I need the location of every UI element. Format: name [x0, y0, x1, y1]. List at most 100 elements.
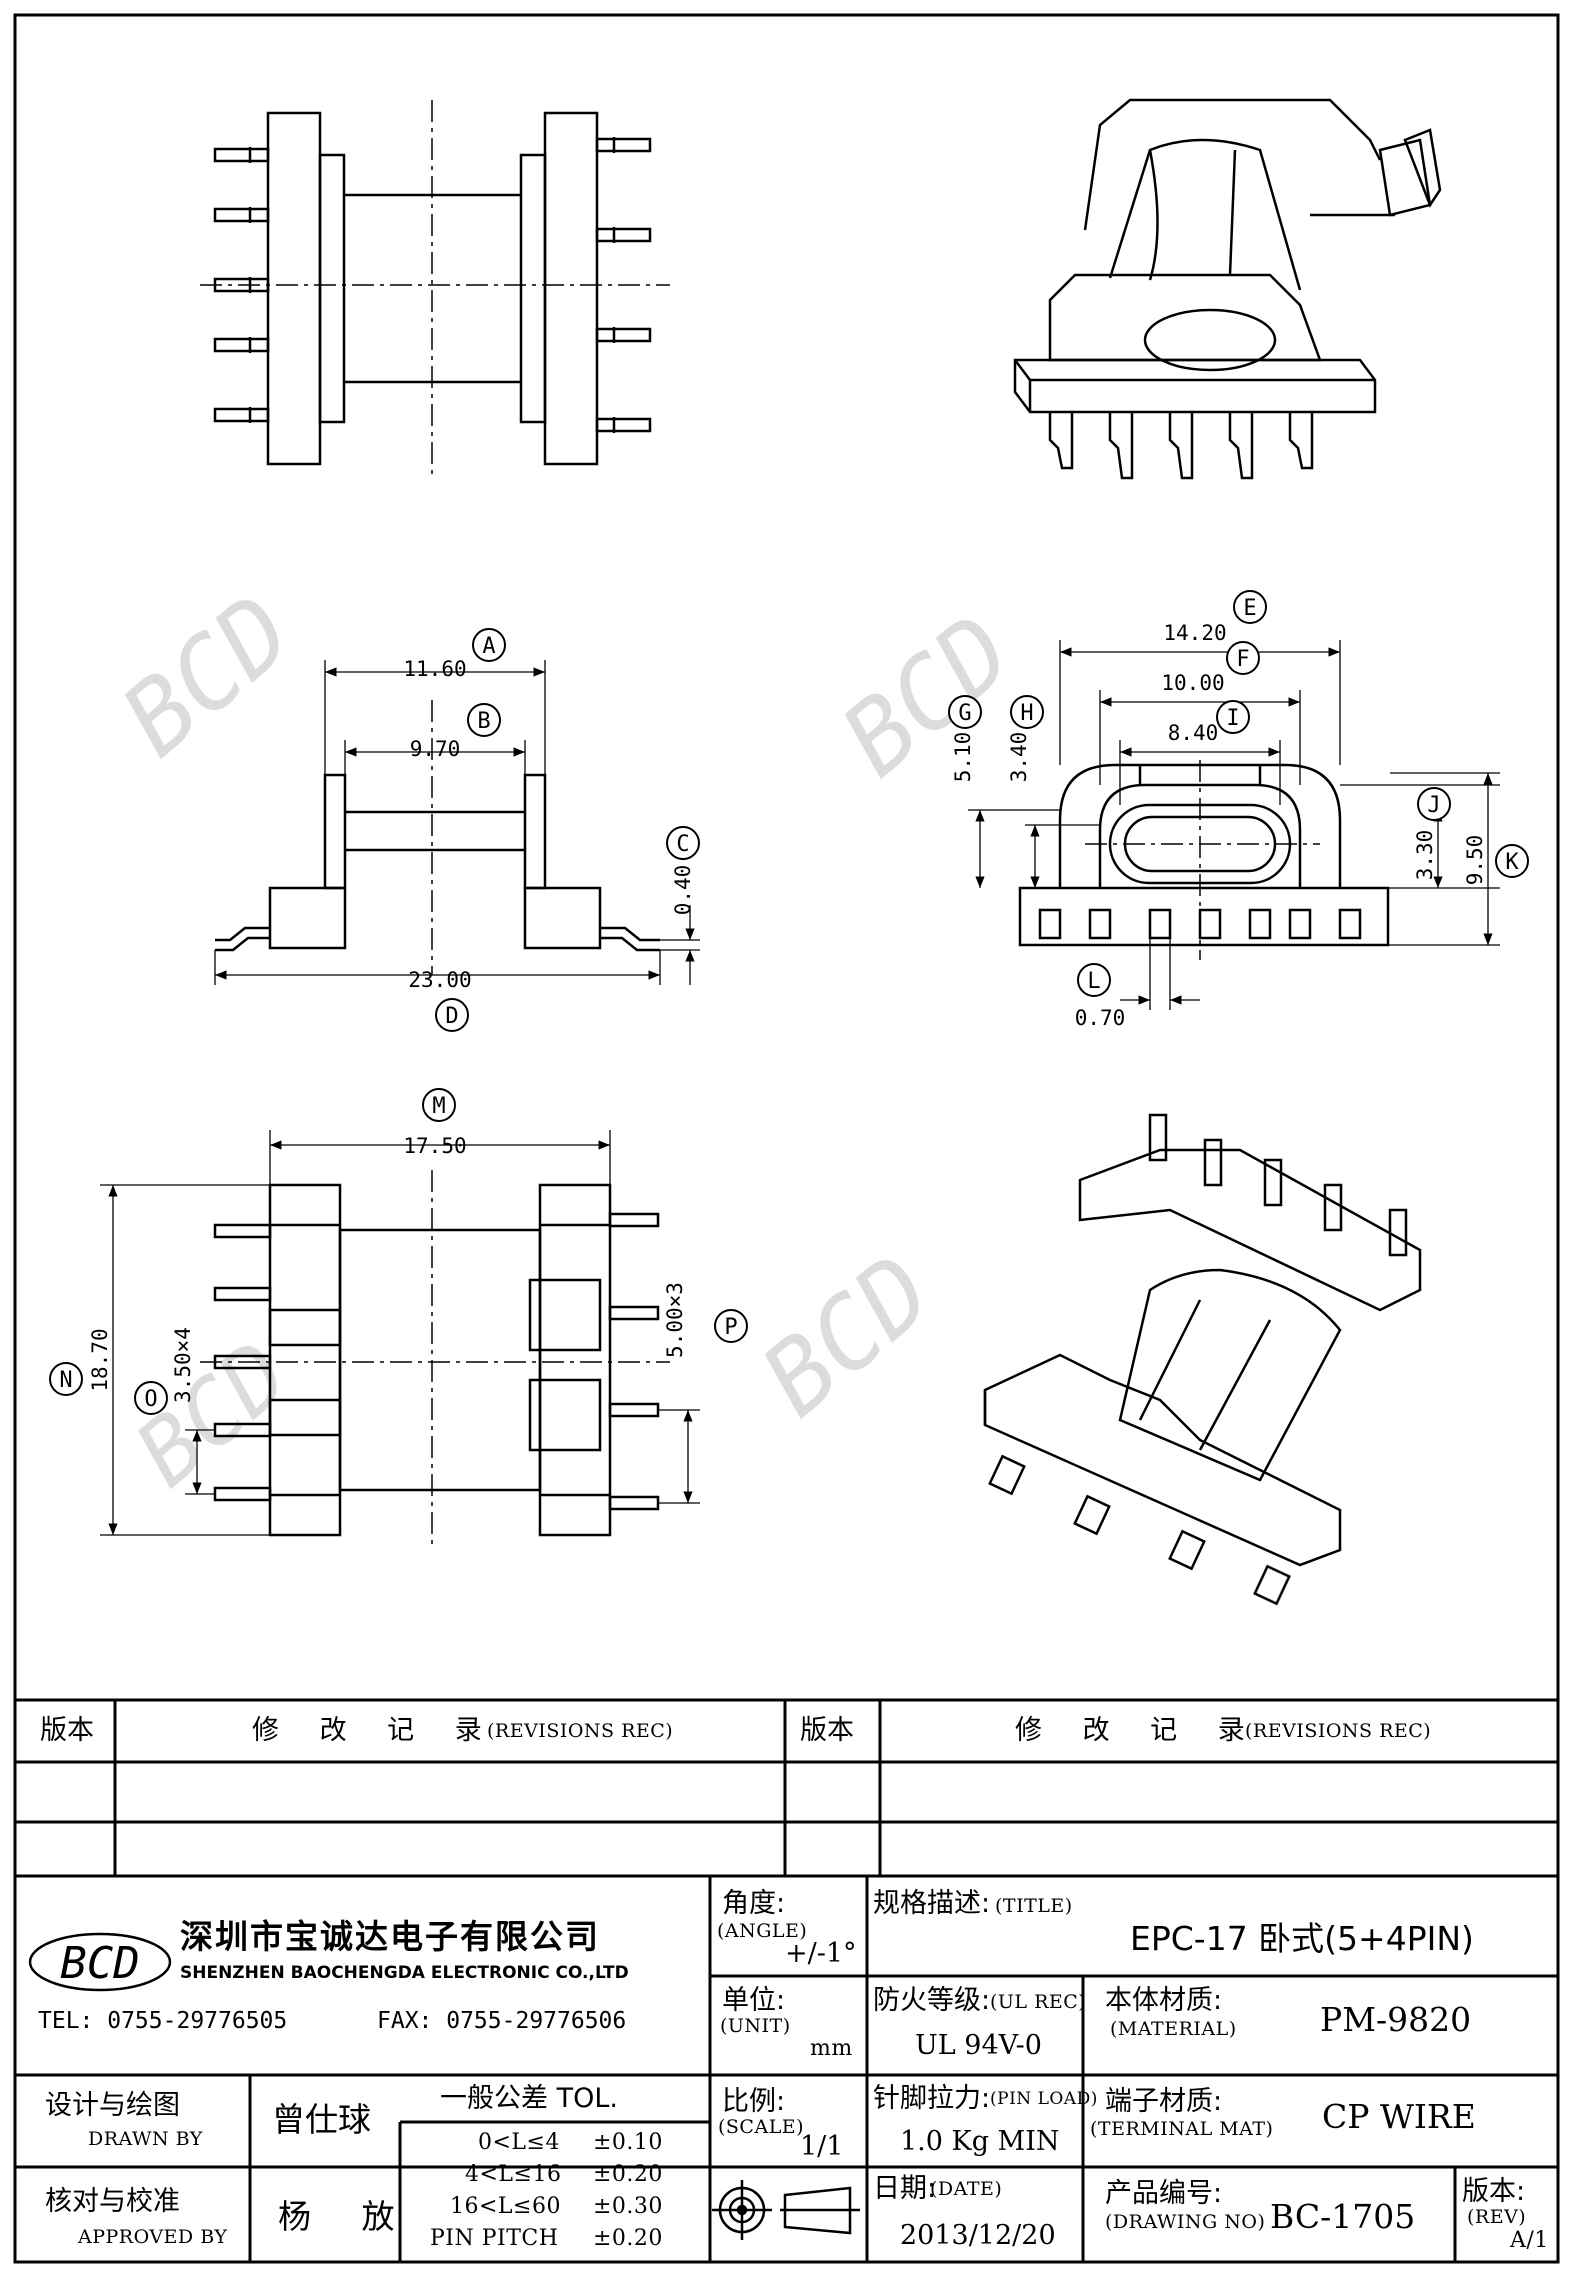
svg-text:BCD: BCD: [60, 1938, 139, 1989]
svg-text:N: N: [59, 1368, 72, 1393]
ul-value: UL 94V-0: [915, 2030, 1042, 2061]
drawing-no-value: BC-1705: [1270, 2197, 1416, 2236]
svg-text:E: E: [1243, 596, 1256, 621]
svg-text:BCD: BCD: [740, 1233, 954, 1439]
svg-text:J: J: [1427, 793, 1440, 818]
svg-text:5.10: 5.10: [951, 732, 975, 783]
ul-label-en: (UL REC): [990, 1991, 1087, 2013]
approved-label: 核对与校准: [45, 2186, 180, 2217]
view-front-pins: [213, 111, 652, 466]
rev-label-en: (REV): [1467, 2206, 1527, 2228]
tolerance-label: 一般公差 TOL.: [440, 2083, 618, 2114]
approved-value: 杨 放: [278, 2197, 415, 2236]
svg-text:F: F: [1236, 647, 1249, 672]
view-end: [1018, 763, 1390, 947]
svg-text:10.00: 10.00: [1161, 671, 1224, 695]
tol-value-3: ±0.30: [593, 2194, 663, 2219]
svg-text:BCD: BCD: [117, 1322, 309, 1507]
scale-label: 比例:: [722, 2086, 786, 2117]
rev-label: 版本:: [1462, 2176, 1526, 2207]
pin-load-value: 1.0 Kg MIN: [900, 2126, 1060, 2157]
rev-value: A/1: [1510, 2228, 1549, 2253]
svg-text:17.50: 17.50: [403, 1134, 466, 1158]
title-label-en: (TITLE): [995, 1895, 1073, 1917]
title-label: 规格描述:: [873, 1888, 991, 1919]
revision-version-label: 版本: [40, 1715, 94, 1746]
revision-record-label-en: (REVISIONS REC): [487, 1720, 674, 1742]
svg-text:0.70: 0.70: [1075, 1006, 1126, 1030]
revision-record-label-en-2: (REVISIONS REC): [1245, 1720, 1432, 1742]
svg-text:M: M: [432, 1094, 445, 1119]
svg-text:3.50×4: 3.50×4: [171, 1327, 195, 1403]
company-logo: BCD: [28, 1932, 172, 1992]
svg-text:H: H: [1020, 701, 1033, 726]
tol-range-4: PIN PITCH: [430, 2226, 559, 2251]
unit-label-en: (UNIT): [720, 2015, 791, 2037]
svg-text:3.30: 3.30: [1413, 830, 1437, 881]
scale-label-en: (SCALE): [718, 2116, 805, 2138]
svg-text:0.40: 0.40: [671, 865, 695, 916]
dimension-values: 11.60 9.70 0.40 23.00 14.20 10.00 8.40 5…: [88, 621, 1487, 1403]
material-label-en: (MATERIAL): [1110, 2018, 1237, 2040]
view-side: [215, 773, 660, 952]
dimension-marker-letters: A B C D E F G H I J K L M N O P: [59, 596, 1519, 1412]
svg-text:11.60: 11.60: [403, 657, 466, 681]
svg-text:A: A: [482, 634, 495, 659]
pin-load-label-en: (PIN LOAD): [990, 2089, 1098, 2109]
revision-record-label-2: 修 改 记 录: [1015, 1715, 1261, 1746]
projection-symbol: [712, 2180, 860, 2240]
company-name-en: SHENZHEN BAOCHENGDA ELECTRONIC CO.,LTD: [180, 1963, 629, 1983]
svg-text:O: O: [144, 1387, 157, 1412]
material-value: PM-9820: [1320, 2000, 1472, 2039]
drawn-label-en: DRAWN BY: [88, 2128, 203, 2150]
svg-text:BCD: BCD: [820, 593, 1034, 799]
terminal-label-en: (TERMINAL MAT): [1090, 2118, 1274, 2140]
title-block-grid: [15, 1698, 1558, 2262]
svg-text:BCD: BCD: [100, 573, 314, 779]
view-bottom: [213, 1183, 660, 1537]
svg-text:L: L: [1087, 969, 1100, 994]
revision-version-label-2: 版本: [800, 1715, 854, 1746]
svg-text:23.00: 23.00: [408, 968, 471, 992]
company-fax: FAX: 0755-29776506: [377, 2008, 627, 2034]
unit-value: mm: [810, 2036, 853, 2061]
scale-value: 1/1: [800, 2131, 844, 2162]
view-iso-top: [1013, 98, 1442, 480]
dimension-markers: [49, 590, 1529, 1415]
pin-load-label: 针脚拉力:: [873, 2083, 991, 2114]
terminal-value: CP WIRE: [1322, 2097, 1476, 2136]
drawn-label: 设计与绘图: [45, 2090, 180, 2121]
date-label-en: (DATE): [930, 2178, 1003, 2200]
company-name-cn: 深圳市宝诚达电子有限公司: [180, 1917, 600, 1956]
svg-text:5.00×3: 5.00×3: [663, 1282, 687, 1358]
svg-text:D: D: [445, 1004, 458, 1029]
drawn-value: 曾仕球: [272, 2100, 371, 2139]
date-value: 2013/12/20: [900, 2220, 1056, 2251]
svg-text:K: K: [1505, 850, 1519, 875]
date-label: 日期:: [873, 2173, 937, 2204]
svg-text:G: G: [958, 701, 971, 726]
watermark: BCD BCD BCD BCD: [100, 573, 1034, 1507]
tol-range-2: 4<L≤16: [465, 2162, 562, 2187]
tol-range-1: 0<L≤4: [478, 2130, 560, 2155]
drawing-no-label: 产品编号:: [1105, 2178, 1223, 2209]
tol-value-1: ±0.10: [593, 2130, 663, 2155]
drawing-no-label-en: (DRAWING NO): [1105, 2211, 1266, 2233]
svg-text:18.70: 18.70: [88, 1328, 112, 1391]
svg-text:P: P: [724, 1315, 737, 1340]
unit-label: 单位:: [722, 1985, 786, 2016]
approved-label-en: APPROVED BY: [78, 2226, 228, 2248]
svg-text:9.50: 9.50: [1463, 835, 1487, 886]
material-label: 本体材质:: [1105, 1985, 1223, 2016]
svg-text:3.40: 3.40: [1007, 732, 1031, 783]
revision-record-label: 修 改 记 录: [252, 1715, 498, 1746]
svg-text:8.40: 8.40: [1168, 721, 1219, 745]
svg-text:14.20: 14.20: [1163, 621, 1226, 645]
company-tel: TEL: 0755-29776505: [38, 2008, 288, 2034]
tol-range-3: 16<L≤60: [450, 2194, 561, 2219]
tol-value-2: ±0.20: [593, 2162, 663, 2187]
title-value: EPC-17 卧式(5+4PIN): [1130, 1919, 1474, 1958]
angle-label-en: (ANGLE): [717, 1920, 808, 1942]
